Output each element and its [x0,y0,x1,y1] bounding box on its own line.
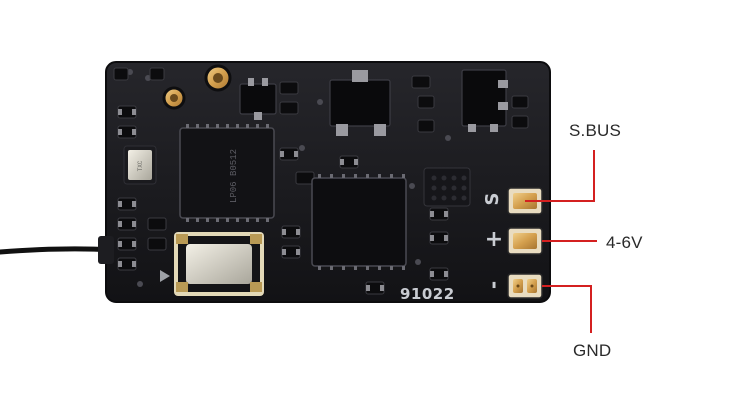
small-crystal: TXC [123,145,157,185]
antenna-wire [0,246,115,255]
silkscreen-arrow [160,270,170,282]
mcu-chip [311,174,407,270]
label-voltage: 4-6V [606,233,643,252]
large-crystal [174,232,264,296]
leader-ground [542,285,592,333]
label-sbus: S.BUS [569,121,622,140]
pad-mark-negative: - [481,281,505,289]
board-serial: 91022 [400,285,455,303]
leader-lines [525,150,597,333]
svg-text:TXC: TXC [137,160,144,171]
pad-mark-signal: S [482,193,503,206]
antenna-connector [98,236,114,264]
leader-sbus [525,150,595,202]
label-ground: GND [573,341,612,360]
bga-dots [423,167,471,207]
chip-marking: LP06 B0512 [229,149,239,203]
solder-pad-positive [507,227,543,255]
rf-chip: LP06 B0512 [179,124,275,222]
smd-components [113,67,529,295]
pad-mark-positive: + [485,227,503,252]
solder-pad-negative [507,273,543,299]
